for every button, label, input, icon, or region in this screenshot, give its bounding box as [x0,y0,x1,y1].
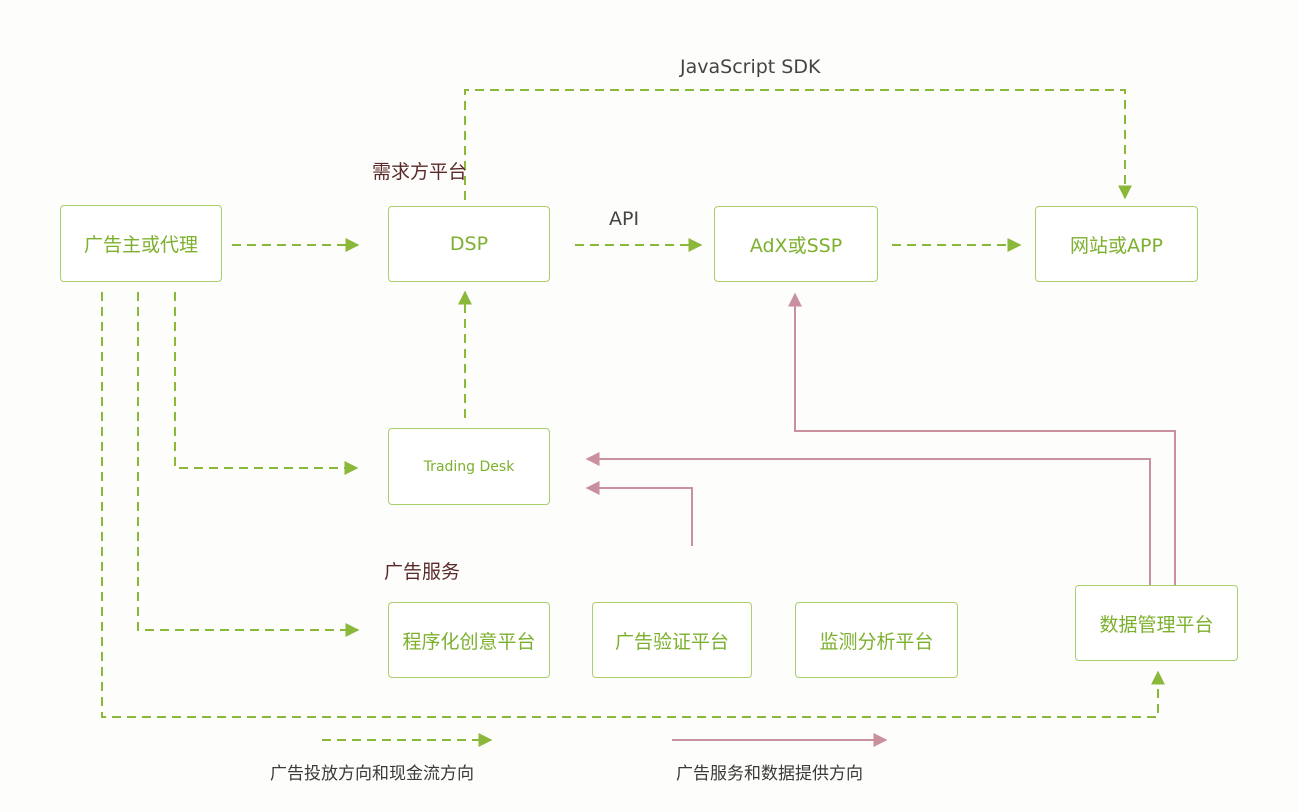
flow-advertiser-to-creative [137,292,360,637]
legend-pink-label: 广告服务和数据提供方向 [676,764,863,784]
node-advertiser: 广告主或代理 [60,205,222,282]
flow-dmp-to-trading-desk [585,452,1151,585]
node-dmp: 数据管理平台 [1075,585,1238,661]
node-monitoring-analysis: 监测分析平台 [795,602,958,678]
node-ad-verification: 广告验证平台 [592,602,752,678]
demand-platform-label: 需求方平台 [372,161,468,183]
api-label: API [609,208,640,230]
node-trading-desk: Trading Desk [388,428,550,505]
flow-dmp-to-adx [788,292,1176,585]
flow-services-to-trading-desk [585,481,693,546]
node-site-app: 网站或APP [1035,206,1198,282]
flow-js-sdk [464,89,1132,200]
legend-green-label: 广告投放方向和现金流方向 [270,764,474,784]
node-programmatic-creative: 程序化创意平台 [388,602,550,678]
js-sdk-label: JavaScript SDK [680,56,821,78]
ad-services-label: 广告服务 [384,561,461,583]
node-dsp: DSP [388,206,550,282]
flow-advertiser-to-trading-desk [174,292,359,475]
flow-advertiser-to-dmp [101,292,1165,718]
node-adx-ssp: AdX或SSP [714,206,878,282]
